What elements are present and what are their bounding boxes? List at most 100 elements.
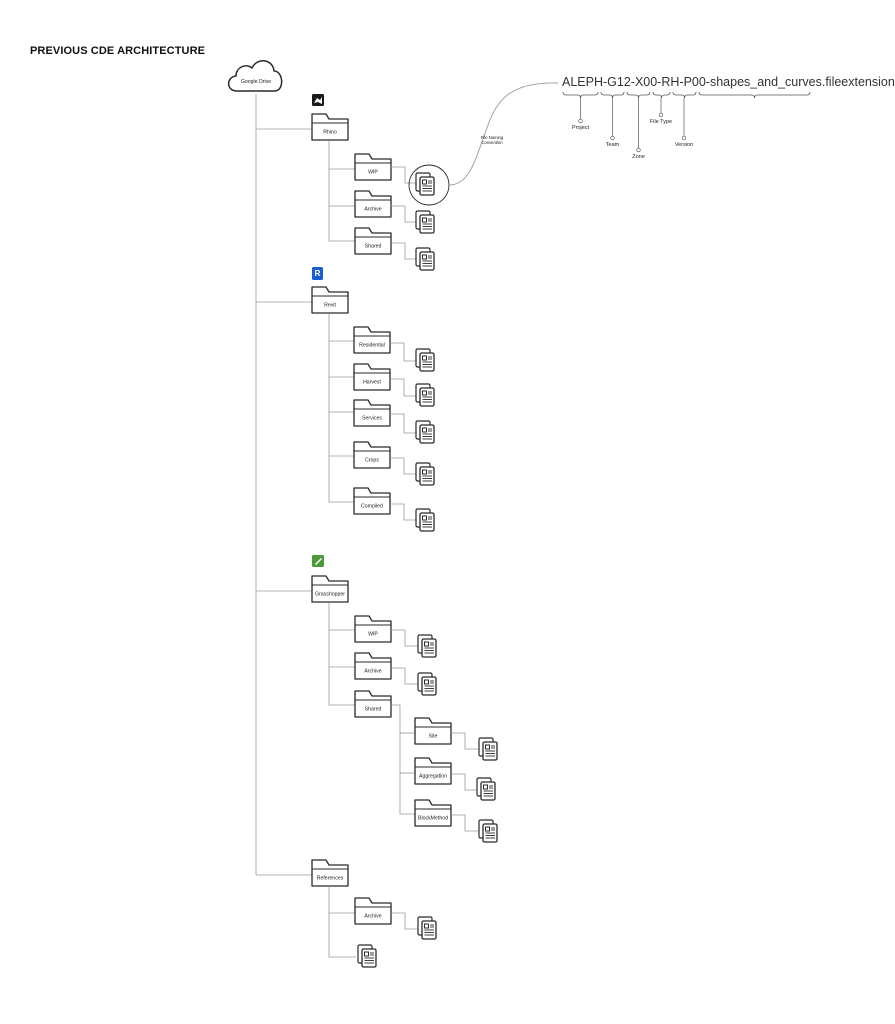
folder-label: Revit xyxy=(324,303,336,309)
brace-description xyxy=(698,91,811,99)
folder-revit-compiled[interactable]: Compiled xyxy=(353,487,391,515)
folder-rhino-wip[interactable]: WIP xyxy=(354,153,392,181)
brace-team xyxy=(600,91,625,99)
folder-revit-residential[interactable]: Residential xyxy=(353,326,391,354)
connector-line xyxy=(391,629,418,647)
folder-icon xyxy=(353,441,391,469)
tag-project-dot xyxy=(578,118,583,124)
connector-line xyxy=(391,912,418,930)
folder-gh-blockmethod[interactable]: BlockMethod xyxy=(414,799,452,827)
gh-shared-branch-line xyxy=(391,704,415,815)
sheet-thumbnail xyxy=(424,641,429,647)
folder-grasshopper[interactable]: Grasshopper xyxy=(311,575,349,603)
folder-label: Shared xyxy=(365,707,382,713)
logo-glyph xyxy=(315,558,322,565)
brace-file-type xyxy=(652,91,671,99)
folder-label: Rhino xyxy=(323,130,337,136)
logo-glyph xyxy=(314,97,322,104)
connector-line xyxy=(390,457,416,475)
doc-rhino-shared[interactable] xyxy=(415,247,435,271)
folder-label: Services xyxy=(362,416,382,422)
folder-icon xyxy=(414,717,452,745)
grasshopper-logo-icon xyxy=(312,555,324,567)
folder-icon xyxy=(354,190,392,218)
folder-gh-wip[interactable]: WIP xyxy=(354,615,392,643)
folder-icon xyxy=(311,859,349,887)
folder-gh-site[interactable]: Site xyxy=(414,717,452,745)
doc-gh-blockmethod[interactable] xyxy=(478,819,498,843)
folder-revit[interactable]: Revit xyxy=(311,286,349,314)
sheet-thumbnail xyxy=(424,923,429,929)
brace-project xyxy=(562,91,599,99)
folder-icon xyxy=(353,399,391,427)
doc-revit-compiled[interactable] xyxy=(415,508,435,532)
sheet-thumbnail xyxy=(422,469,427,475)
doc-revit-services[interactable] xyxy=(415,420,435,444)
folder-gh-shared[interactable]: Shared xyxy=(354,690,392,718)
doc-rhino-archive[interactable] xyxy=(415,210,435,234)
doc-gh-site[interactable] xyxy=(478,737,498,761)
page-title: PREVIOUS CDE ARCHITECTURE xyxy=(30,45,206,57)
sheet-thumbnail xyxy=(422,427,427,433)
convention-leader-line xyxy=(448,82,559,186)
doc-revit-harvest[interactable] xyxy=(415,383,435,407)
tag-version-label: Version xyxy=(675,142,693,148)
doc-rhino-wip[interactable] xyxy=(415,172,435,196)
folder-icon xyxy=(353,487,391,515)
folder-gh-aggregation[interactable]: Aggregation xyxy=(414,757,452,785)
tag-team-dot xyxy=(610,135,615,141)
rhino-branch-line xyxy=(328,141,355,242)
folder-label: Compiled xyxy=(361,504,383,510)
folder-icon xyxy=(354,615,392,643)
tag-file-type-label: File Type xyxy=(650,119,672,125)
doc-references[interactable] xyxy=(357,944,377,968)
folder-label: Site xyxy=(429,734,438,740)
sheet-thumbnail xyxy=(483,784,488,790)
folder-icon xyxy=(354,227,392,255)
convention-caption-line1: File Naming xyxy=(481,135,504,140)
folder-revit-harvest[interactable]: Harvest xyxy=(353,363,391,391)
connector-line xyxy=(391,242,416,260)
doc-ref-archive[interactable] xyxy=(417,916,437,940)
folder-revit-services[interactable]: Services xyxy=(353,399,391,427)
file-naming-example: ALEPH-G12-X00-RH-P00-shapes_and_curves.f… xyxy=(562,75,895,89)
folder-icon xyxy=(311,286,349,314)
sheet-thumbnail xyxy=(364,951,369,957)
folder-rhino-shared[interactable]: Shared xyxy=(354,227,392,255)
folder-label: WIP xyxy=(368,170,378,176)
connector-line xyxy=(390,503,416,521)
doc-gh-archive[interactable] xyxy=(417,672,437,696)
sheet-thumbnail xyxy=(422,355,427,361)
folder-label: Aggregation xyxy=(419,774,447,780)
rhino-logo-icon xyxy=(312,94,324,106)
connector-line xyxy=(451,732,479,750)
folder-ref-archive[interactable]: Archive xyxy=(354,897,392,925)
references-branch-line xyxy=(328,886,356,958)
folder-icon xyxy=(353,363,391,391)
tag-team-label: Team xyxy=(606,142,620,148)
folder-rhino-archive[interactable]: Archive xyxy=(354,190,392,218)
folder-label: Residential xyxy=(359,343,385,349)
logo-tile xyxy=(312,267,323,280)
doc-revit-crops[interactable] xyxy=(415,462,435,486)
tag-zone-label: Zone xyxy=(632,154,645,160)
folder-label: Archive xyxy=(364,669,381,675)
sheet-thumbnail xyxy=(485,826,490,832)
sheet-thumbnail xyxy=(422,254,427,260)
folder-rhino[interactable]: Rhino xyxy=(311,113,349,141)
doc-gh-wip[interactable] xyxy=(417,634,437,658)
logo-letter: R xyxy=(315,269,321,278)
doc-gh-aggregation[interactable] xyxy=(476,777,496,801)
folder-revit-crops[interactable]: Crops xyxy=(353,441,391,469)
tag-zone-dot xyxy=(636,147,641,153)
sheet-thumbnail xyxy=(422,217,427,223)
folder-label: Shared xyxy=(365,244,382,250)
folder-references[interactable]: References xyxy=(311,859,349,887)
folder-gh-archive[interactable]: Archive xyxy=(354,652,392,680)
google-drive-cloud[interactable]: Google Drive xyxy=(227,60,283,92)
connector-line xyxy=(391,166,416,184)
doc-revit-residential[interactable] xyxy=(415,348,435,372)
connector-line xyxy=(391,667,418,685)
